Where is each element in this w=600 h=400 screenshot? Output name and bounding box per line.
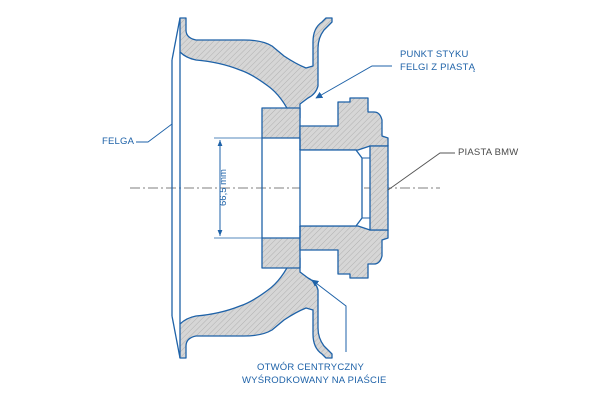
rim-section <box>171 17 333 359</box>
label-contact-line2: FELGI Z PIASTĄ <box>400 62 476 73</box>
hub-section <box>299 97 389 279</box>
leader-hub <box>387 152 455 191</box>
bore-dimension <box>214 137 262 239</box>
leader-felga <box>136 123 173 143</box>
label-bore-line2: WYŚRODKOWANY NA PIAŚCIE <box>242 375 387 386</box>
label-bore-line1: OTWÓR CENTRYCZNY <box>257 362 364 373</box>
label-hub: PIASTA BMW <box>458 147 519 158</box>
label-contact-line1: PUNKT STYKU <box>400 49 469 60</box>
bore-diameter-value: 66,5 mm <box>217 169 229 206</box>
leader-contact-point <box>315 65 392 99</box>
leader-center-bore <box>311 279 347 352</box>
label-felga: FELGA <box>102 136 135 147</box>
